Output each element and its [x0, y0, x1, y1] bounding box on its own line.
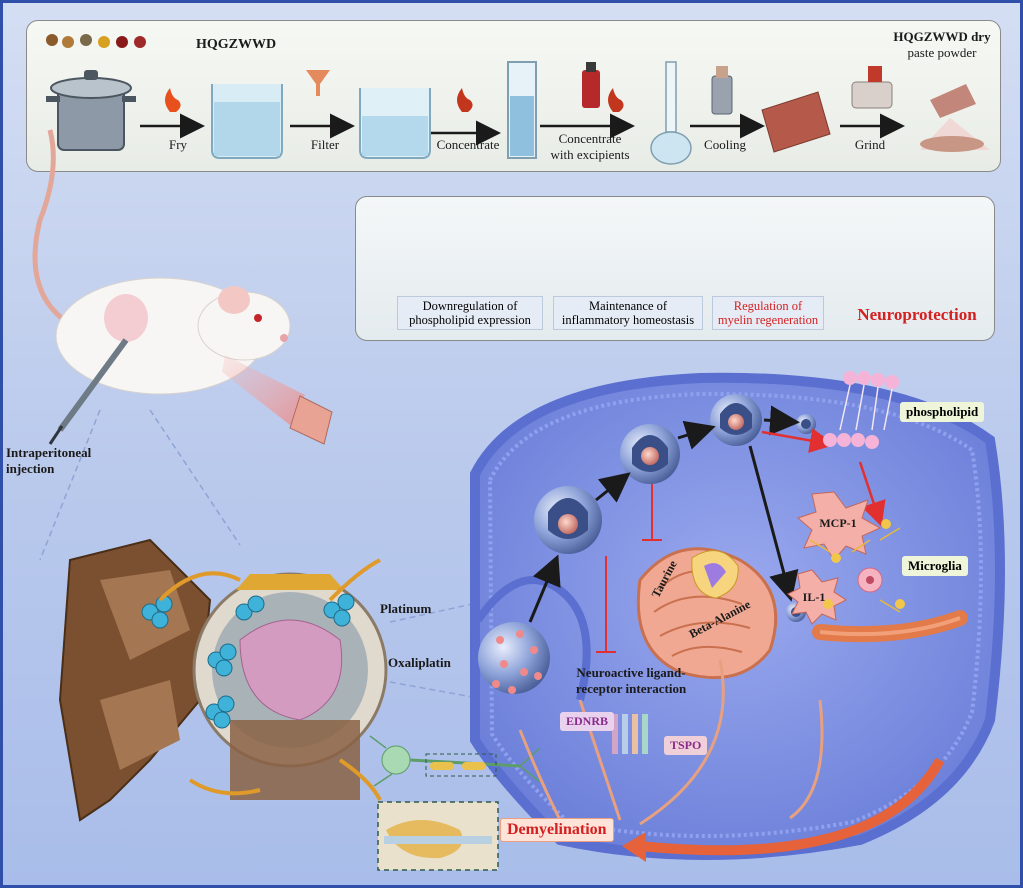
- powder-icon: [920, 84, 990, 152]
- mechanism-item-myelin: Regulation of myelin regeneration: [712, 296, 824, 330]
- light-beam: [222, 355, 305, 425]
- mouse-illustration: [32, 129, 291, 445]
- step-concentrate-label: Concentrate: [436, 137, 500, 152]
- lamp-icon: [289, 395, 333, 445]
- beaker-icon: [211, 84, 431, 159]
- process-arrows: [140, 113, 905, 146]
- big-feedback-arrow: [639, 757, 945, 856]
- big-arrowhead: [622, 832, 646, 862]
- step-cooling-label: Cooling: [704, 137, 746, 152]
- tspo-label: TSPO: [664, 736, 708, 755]
- powder-name-line1: HQGZWWD dry: [893, 29, 991, 44]
- vesicle: [710, 394, 762, 446]
- step-fry-label: Fry: [168, 137, 188, 152]
- injection-label-line1: Intraperitoneal: [6, 445, 92, 460]
- mitochondrion-organelle: [636, 547, 778, 680]
- transport-arrows: [528, 405, 800, 623]
- ednrb-label: EDNRB: [560, 712, 615, 731]
- bottle-icon: [582, 62, 600, 108]
- il1-burst: [787, 569, 847, 625]
- flame-icon: [165, 88, 624, 112]
- microglia-cells: [809, 519, 968, 643]
- product-name-label: HQGZWWD: [196, 37, 277, 52]
- grinder-icon: [851, 66, 893, 109]
- mcp1-burst: [797, 491, 882, 561]
- endocytosis-pocket: [474, 576, 591, 701]
- oxaliplatin-label: Oxaliplatin: [388, 655, 451, 670]
- microglia-label: Microglia: [902, 556, 968, 576]
- neuroprotection-label: Neuroprotection: [857, 305, 977, 324]
- step-filter-label: Filter: [310, 137, 340, 152]
- phospholipid-label: phospholipid: [900, 402, 985, 422]
- phospholipid-beads: [823, 371, 899, 449]
- oxaliplatin-particle: [478, 622, 550, 694]
- receptors: [612, 714, 648, 754]
- neuroactive-label-line1: Neuroactive ligand-: [576, 665, 686, 680]
- paste-block-icon: [761, 91, 831, 153]
- red-arrows: [761, 428, 886, 527]
- cooling-machine-icon: [711, 66, 733, 115]
- il1-label: IL-1: [802, 590, 826, 604]
- platinum-label: Platinum: [380, 601, 432, 616]
- neuroactive-label-line2: receptor interaction: [575, 681, 687, 696]
- mechanism-item-phospholipid: Downregulation of phospholipid expressio…: [397, 296, 543, 330]
- step-concentrate2-label: Concentrate: [558, 131, 622, 146]
- mechanism-item-inflammatory: Maintenance of inflammatory homeostasis: [553, 296, 703, 330]
- mcp1-label: MCP-1: [819, 516, 857, 530]
- spinal-column-illustration: [58, 538, 388, 822]
- neuron-myelin-illustration: [369, 735, 541, 871]
- step-grind-label: Grind: [854, 137, 886, 152]
- funnel-icon: [306, 70, 330, 96]
- cooking-pot-icon: [46, 70, 136, 151]
- flask-icon: [650, 61, 692, 165]
- vesicle: [620, 424, 680, 484]
- inhibition-lines: [596, 484, 662, 653]
- demyelination-label: Demyelination: [500, 818, 614, 842]
- vesicle: [534, 486, 602, 554]
- injection-label-line2: injection: [6, 461, 55, 476]
- step-excipients-label: with excipients: [550, 147, 630, 162]
- powder-name-line2: paste powder: [907, 45, 977, 60]
- herbs-icon: [46, 34, 146, 48]
- cylinder-icon: [507, 61, 537, 159]
